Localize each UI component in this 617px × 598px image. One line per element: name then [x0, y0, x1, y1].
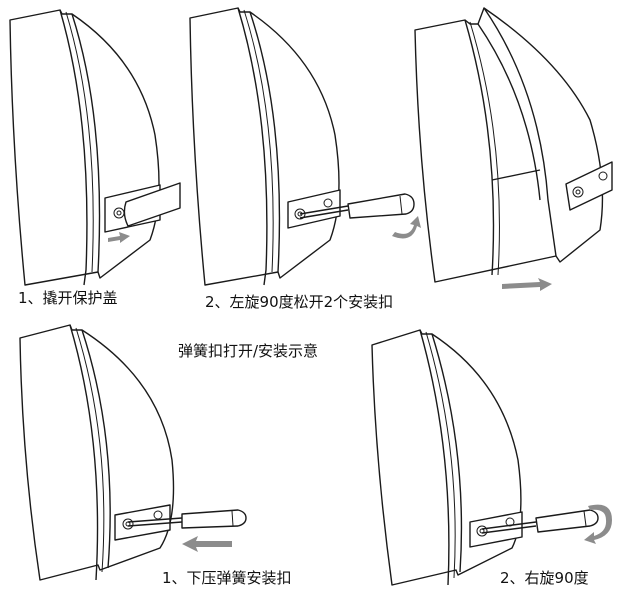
screwdriver-icon — [299, 193, 415, 219]
screwdriver-icon — [127, 509, 247, 529]
caption-step1-press-spring: 1、下压弹簧安装扣 — [162, 569, 292, 587]
speaker-cabinet-icon — [9, 9, 160, 286]
caption-step2-rotate-right: 2、右旋90度 — [500, 569, 589, 587]
caption-step1-open-cover: 1、撬开保护盖 — [18, 289, 118, 307]
diagram-title: 弹簧扣打开/安装示意 — [178, 342, 319, 360]
rotate-arrow-icon — [392, 216, 421, 239]
latch-plate — [469, 511, 523, 548]
caption-step2-rotate-left: 2、左旋90度松开2个安装扣 — [205, 293, 394, 311]
panel-rotate-left — [189, 7, 421, 286]
panel-open-cabinet — [414, 7, 613, 291]
arrow-icon — [182, 536, 232, 552]
speaker-cabinet-icon — [371, 329, 522, 586]
latch-plate — [114, 504, 171, 541]
latch-plate — [565, 161, 613, 211]
rotate-arrow-icon — [584, 504, 612, 544]
speaker-cabinet-icon — [189, 7, 340, 286]
panel-rotate-right — [371, 329, 612, 586]
arrow-icon — [502, 278, 552, 291]
speaker-cabinet-icon — [414, 7, 604, 283]
speaker-cabinet-icon — [19, 324, 175, 581]
arrow-icon — [108, 232, 130, 243]
panel-press-spring — [19, 324, 247, 581]
screwdriver-icon — [481, 509, 599, 534]
protective-cover — [123, 182, 181, 227]
panel-pry-cover — [9, 9, 181, 286]
